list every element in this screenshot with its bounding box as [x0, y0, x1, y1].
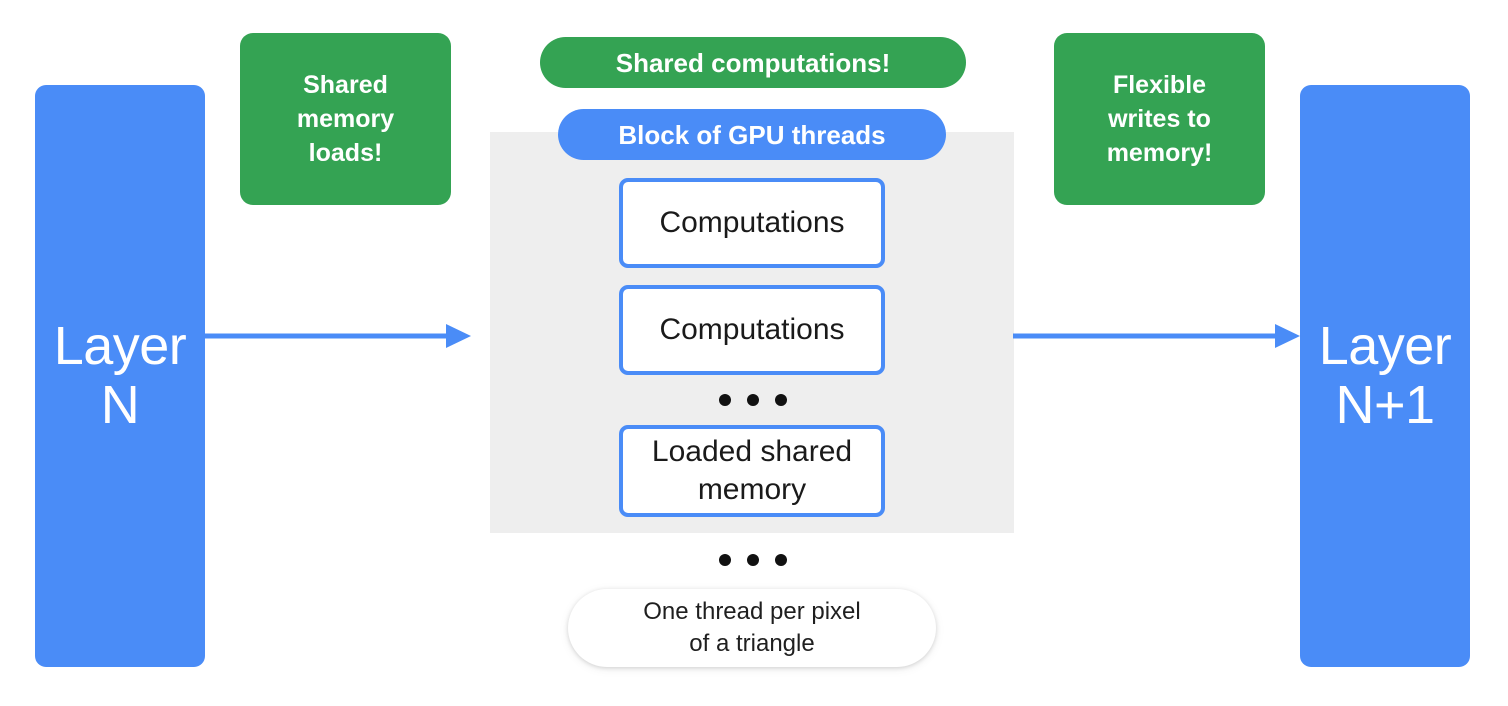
dot-icon — [775, 394, 787, 406]
inner-ellipsis-dots — [719, 394, 787, 406]
thread-note-pill: One thread per pixel of a triangle — [568, 589, 936, 667]
thread-box-label: Computations — [659, 312, 845, 346]
dot-icon — [747, 554, 759, 566]
callout-shared-memory-loads-text: Shared memory loads! — [296, 71, 395, 167]
pill-shared-computations: Shared computations! — [540, 37, 966, 88]
pill-shared-computations-text: Shared computations! — [615, 47, 891, 78]
callout-shared-memory-loads: Shared memory loads! — [240, 33, 451, 205]
arrow-block-to-layer-n-plus-1 — [1013, 324, 1300, 348]
dot-icon — [775, 554, 787, 566]
dot-icon — [747, 394, 759, 406]
pill-block-of-gpu-threads: Block of GPU threads — [558, 109, 946, 160]
outer-ellipsis-dots — [719, 554, 787, 566]
pill-block-of-gpu-threads-text: Block of GPU threads — [618, 119, 886, 150]
thread-box-label: Loaded shared memory — [651, 434, 853, 506]
layer-n-plus-1-label: Layer N+1 — [1318, 315, 1452, 435]
dot-icon — [719, 554, 731, 566]
thread-box: Computations — [619, 285, 885, 375]
arrow-layer-n-to-block — [203, 324, 471, 348]
callout-flexible-writes-to-memory: Flexible writes to memory! — [1054, 33, 1265, 205]
callout-flexible-writes-to-memory-text: Flexible writes to memory! — [1106, 71, 1213, 167]
thread-box-label: Computations — [659, 205, 845, 239]
thread-note-text: One thread per pixel of a triangle — [643, 598, 861, 657]
dot-icon — [719, 394, 731, 406]
thread-box: Computations — [619, 178, 885, 268]
layer-n-block: Layer N — [35, 85, 205, 667]
layer-n-label: Layer N — [53, 315, 187, 435]
thread-box: Loaded shared memory — [619, 425, 885, 517]
layer-n-plus-1-block: Layer N+1 — [1300, 85, 1470, 667]
